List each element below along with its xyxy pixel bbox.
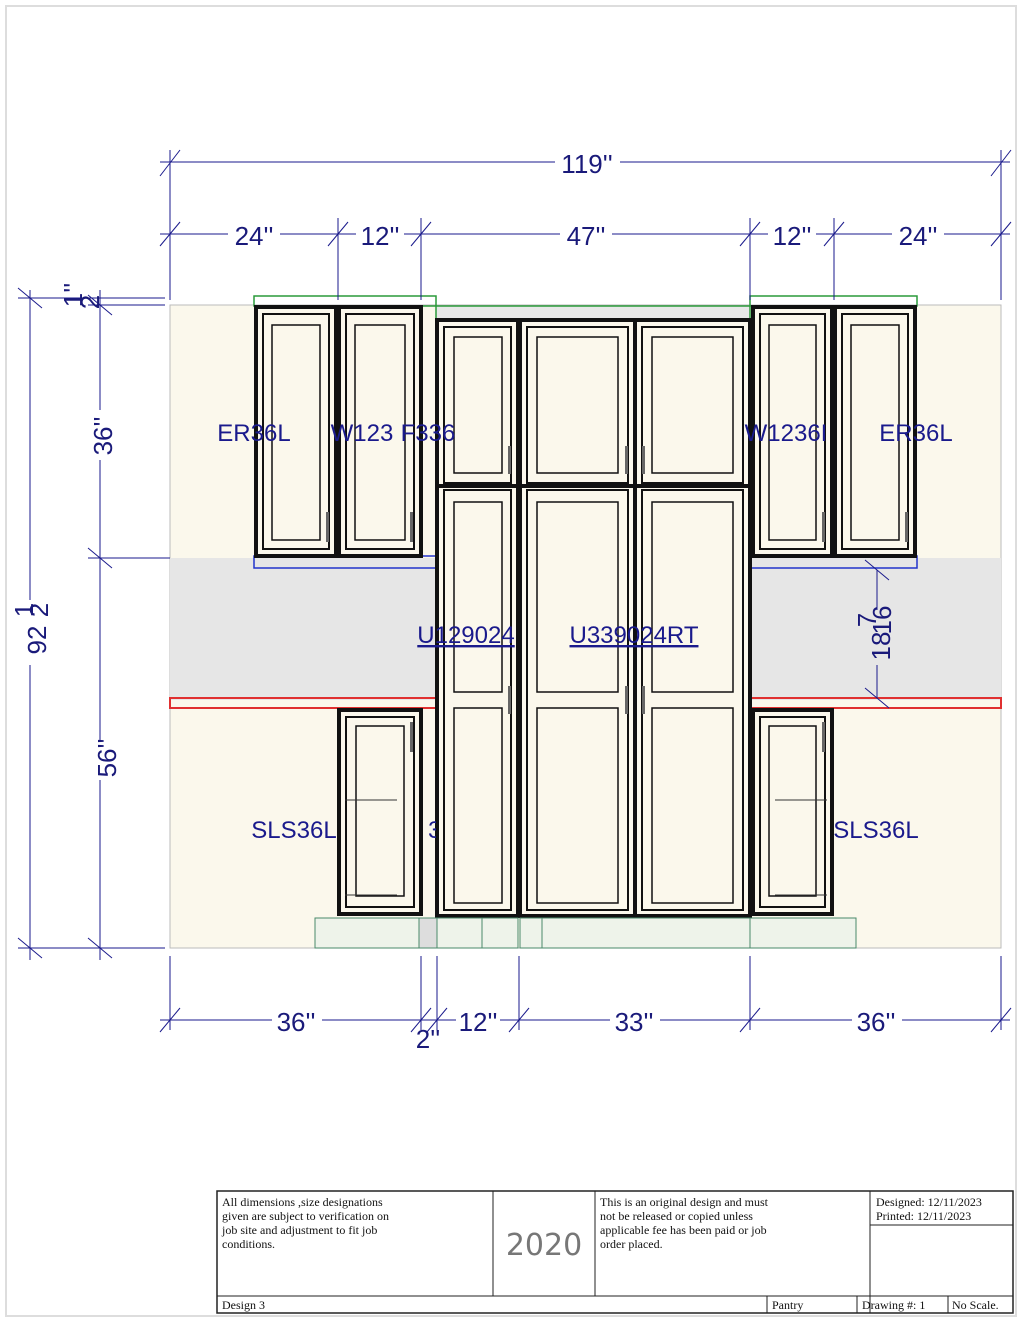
dimension-lines	[17, 149, 1012, 1033]
label-partial-33: 33	[428, 817, 455, 844]
notice-line-3: applicable fee has been paid or job	[600, 1223, 767, 1237]
toe-kick	[314, 917, 857, 949]
dim-bottom-36-right: 36''	[857, 1007, 896, 1037]
dim-upper-height: 36''	[88, 417, 118, 456]
dim-top-47: 47''	[567, 221, 606, 251]
label-sls36l-left: SLS36L	[251, 817, 336, 844]
cabinet-w1236-right	[751, 305, 834, 558]
disclaimer-line-4: conditions.	[222, 1237, 275, 1251]
dim-overall-height: 92	[22, 626, 52, 655]
notice-line-4: order placed.	[600, 1237, 663, 1251]
dim-gap-height-frac-num: 7	[852, 613, 882, 627]
disclaimer-line-3: job site and adjustment to fit job	[221, 1223, 377, 1237]
label-sls36l-right: SLS36L	[833, 817, 918, 844]
drawing-number: Drawing #: 1	[862, 1298, 925, 1312]
dim-small-top: 1''	[58, 283, 88, 307]
dim-gap-height-frac-den: 16	[867, 606, 897, 635]
cabinet-w1236-left	[337, 305, 423, 558]
dim-base-height: 56''	[92, 739, 122, 778]
cabinet-er36l-right	[833, 305, 917, 558]
cabinet-u129024	[435, 318, 520, 918]
label-er36l-left: ER36L	[217, 420, 290, 447]
dim-top-12-right: 12''	[773, 221, 812, 251]
design-name: Design 3	[222, 1298, 265, 1312]
room-name: Pantry	[772, 1298, 803, 1312]
cabinet-sls36l-left	[337, 708, 423, 916]
dim-top-12-left: 12''	[361, 221, 400, 251]
notice-line-2: not be released or copied unless	[600, 1209, 753, 1223]
disclaimer-line-2: given are subject to verification on	[222, 1209, 389, 1223]
disclaimer-line-1: All dimensions ,size designations	[222, 1195, 383, 1209]
dim-top-24-left: 24''	[235, 221, 274, 251]
dim-overall-width: 119''	[561, 149, 612, 179]
crown-moulding-center	[435, 305, 751, 321]
cabinet-sls36l-right	[751, 708, 834, 916]
logo-2020: 2020	[506, 1228, 582, 1263]
scale-note: No Scale.	[952, 1298, 999, 1312]
dim-bottom-36-left: 36''	[277, 1007, 316, 1037]
dim-small-top-frac: 2	[75, 295, 105, 309]
cabinet-u339024rt	[437, 318, 752, 918]
printed-date: Printed: 12/11/2023	[876, 1209, 971, 1223]
label-w1236-right: W1236I	[745, 420, 828, 447]
label-f336: F336	[401, 420, 456, 447]
label-er36l-right: ER36L	[879, 420, 952, 447]
dim-gap-height: 18	[866, 632, 896, 661]
label-u129024: U129024	[417, 622, 514, 649]
dim-bottom-12: 12''	[459, 1007, 498, 1037]
title-block	[216, 1190, 1014, 1314]
dim-bottom-2: 2''	[416, 1024, 440, 1054]
dim-top-24-right: 24''	[899, 221, 938, 251]
notice-line-1: This is an original design and must	[600, 1195, 769, 1209]
designed-date: Designed: 12/11/2023	[876, 1195, 982, 1209]
dim-bottom-33: 33''	[615, 1007, 654, 1037]
dim-overall-height-frac-den: 2	[24, 603, 54, 617]
label-w123-left: W123	[331, 420, 394, 447]
label-u339024rt: U339024RT	[570, 622, 699, 649]
dim-overall-height-frac-num: 1	[9, 603, 39, 617]
cabinet-er36l-left	[254, 305, 338, 558]
